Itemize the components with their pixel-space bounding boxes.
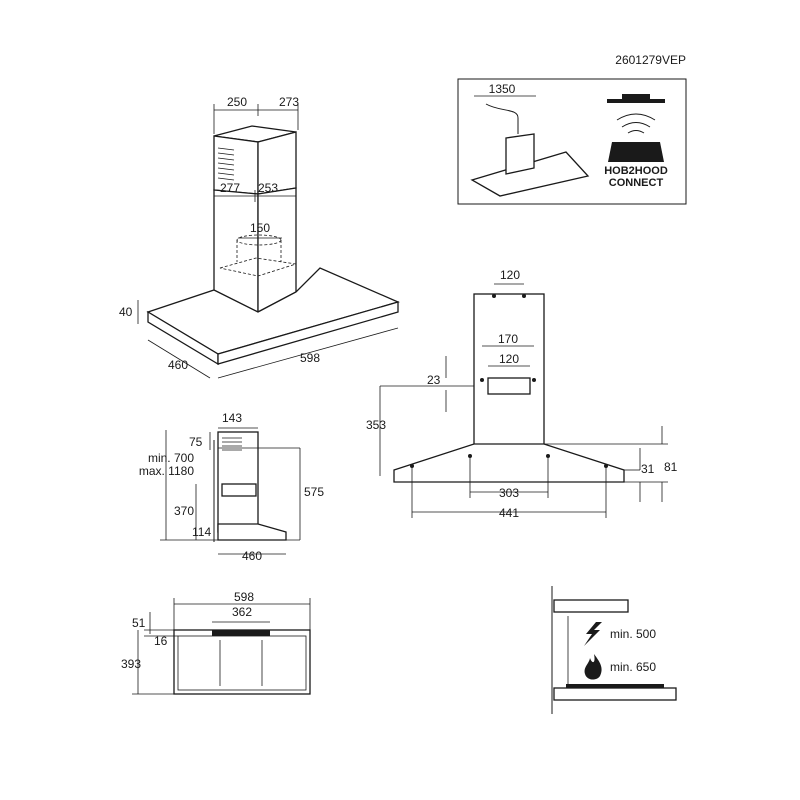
hob-icon — [608, 142, 664, 162]
isometric-hood-view: 250 273 277 253 150 40 460 598 — [119, 95, 400, 379]
iso-duct-diameter: 150 — [250, 221, 270, 235]
front-height: 353 — [366, 418, 386, 432]
side-view: 143 75 min. 700 max. 1180 575 370 114 46… — [139, 411, 325, 563]
side-top-height: 75 — [189, 435, 203, 449]
front-width: 441 — [499, 506, 519, 520]
side-depth: 460 — [242, 549, 262, 563]
side-bottom: 114 — [192, 525, 211, 539]
side-total-height: 575 — [304, 485, 324, 499]
iso-width: 598 — [300, 351, 320, 365]
front-hole-span: 303 — [499, 486, 519, 500]
clearance-view: min. 500 min. 650 — [551, 586, 677, 714]
front-canopy — [393, 443, 625, 483]
side-canopy — [217, 523, 287, 541]
front-bracket-outer: 170 — [498, 332, 518, 346]
hob2hood-connect-box: 1350 HOB2HOOD CONNECT — [457, 78, 687, 205]
front-edge: 31 — [641, 462, 655, 476]
front-view: 120 170 120 23 353 303 441 31 81 — [366, 268, 678, 520]
iso-chimney-width-2: 273 — [279, 95, 299, 109]
flame-icon — [584, 654, 602, 680]
clearance-gas: min. 650 — [610, 660, 656, 674]
clearance-hob — [566, 684, 664, 688]
bottom-filter-width: 362 — [232, 605, 252, 619]
iso-chimney-width-1: 250 — [227, 95, 247, 109]
vent-grille — [217, 147, 235, 181]
side-lower-height: 370 — [174, 504, 194, 518]
bottom-view: 598 362 51 16 393 — [121, 590, 311, 695]
iso-chimney-depth-2: 253 — [258, 181, 278, 195]
connect-badge-line2: CONNECT — [609, 177, 664, 189]
iso-depth: 460 — [168, 358, 188, 372]
front-bracket-inner: 120 — [499, 352, 519, 366]
wifi-signal-icon — [616, 113, 656, 134]
iso-chimney-depth-1: 277 — [220, 181, 240, 195]
front-offset: 23 — [427, 373, 441, 387]
lightning-icon — [584, 622, 602, 646]
bottom-filter — [212, 630, 270, 636]
side-range-max: max. 1180 — [139, 464, 194, 478]
front-top-width: 120 — [500, 268, 520, 282]
bottom-width: 598 — [234, 590, 254, 604]
side-top-width: 143 — [222, 411, 242, 425]
document-code: 2601279VEP — [615, 53, 686, 67]
side-chimney — [217, 431, 259, 533]
iso-canopy-height: 40 — [119, 305, 133, 319]
bottom-depth: 393 — [121, 657, 141, 671]
bottom-front: 51 — [132, 616, 146, 630]
clearance-hood — [553, 599, 629, 613]
bottom-canopy — [173, 629, 311, 695]
side-range-min: min. 700 — [148, 451, 194, 465]
clearance-electric: min. 500 — [610, 627, 656, 641]
connect-badge-line1: HOB2HOOD — [604, 165, 668, 177]
connect-cable-length: 1350 — [489, 82, 516, 96]
bottom-lip: 16 — [154, 634, 168, 648]
front-total: 81 — [664, 460, 678, 474]
